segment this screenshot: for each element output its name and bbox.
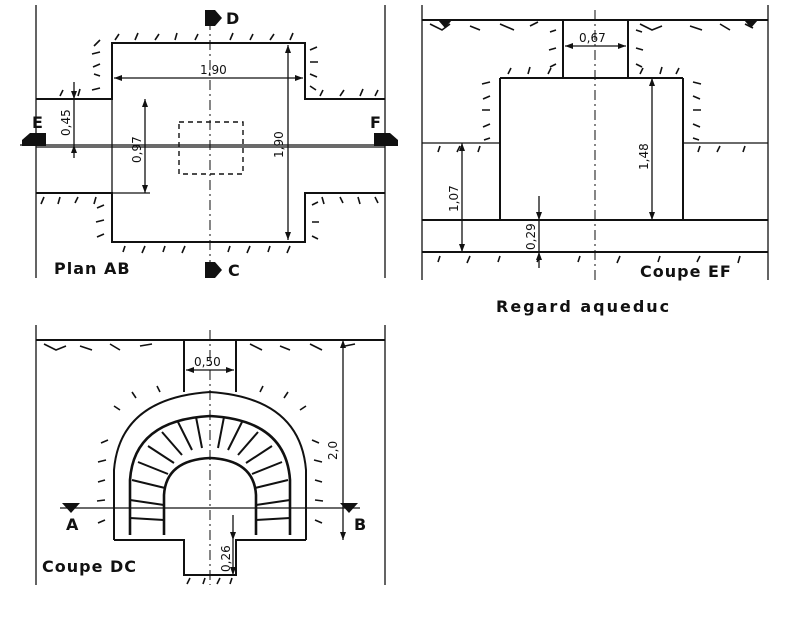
coupe-dc-dim-arrow [226, 367, 234, 373]
coupe-dc-dim-arrow [230, 567, 236, 575]
plan-lower-stone-texture [40, 196, 379, 254]
coupe-ef-chamber-walls [499, 77, 684, 220]
coupe-dc-marker-a: A [66, 515, 79, 534]
drawing-caption: Regard aqueduc [496, 297, 671, 316]
plan-dim-arrow [71, 145, 77, 153]
coupe-ef-dim-arrow [536, 212, 542, 220]
coupe-ef-dim-text-right: 1,48 [637, 143, 651, 170]
coupe-dc-voussoir-outer [128, 414, 292, 535]
plan-section-marker-f-arrow [374, 133, 398, 146]
coupe-ef-dim-arrow [649, 212, 655, 220]
plan-ab-title: Plan AB [54, 259, 131, 278]
plan-dim-text-small: 0,45 [59, 109, 73, 136]
coupe-dc-marker-b: B [354, 515, 367, 534]
plan-upper-wall-outline [36, 42, 385, 100]
plan-dim-arrow [142, 99, 148, 107]
coupe-dc-ground-texture [43, 343, 356, 351]
coupe-dc-dim-text-bottom: 0,26 [219, 545, 233, 572]
coupe-ef-stone-texture [437, 29, 746, 264]
plan-section-marker-d-arrow [205, 10, 222, 26]
coupe-dc-channel-texture [186, 577, 233, 585]
plan-marker-c: C [228, 261, 241, 280]
coupe-dc-marker-a-arrow [62, 503, 80, 513]
coupe-dc-dim-arrow [340, 532, 346, 540]
plan-dim-arrow [71, 91, 77, 99]
coupe-ef-title: Coupe EF [640, 262, 732, 281]
plan-ab-view: 1,90 1,90 0,45 0,97 D C E F Plan AB [20, 5, 398, 280]
plan-dim-arrow [114, 75, 122, 81]
coupe-dc-voussoir-inner [162, 456, 258, 535]
plan-marker-f: F [370, 113, 382, 132]
coupe-dc-title: Coupe DC [42, 557, 137, 576]
coupe-dc-dim-arrow [230, 532, 236, 540]
coupe-ef-dim-arrow [649, 78, 655, 86]
coupe-dc-stone-texture [96, 385, 324, 524]
plan-marker-d: D [226, 9, 240, 28]
plan-shaft-opening-dashed [178, 121, 244, 175]
coupe-ef-shaft-neck [562, 20, 629, 79]
plan-dim-arrow [142, 185, 148, 193]
coupe-dc-view: A B 0,50 2,0 0,26 Coupe DC [35, 325, 386, 585]
coupe-ef-ground-marker [744, 20, 758, 28]
coupe-dc-dim-arrow [186, 367, 194, 373]
coupe-dc-voussoir-joints [129, 416, 291, 521]
plan-dim-text-width: 1,90 [200, 63, 227, 77]
plan-marker-e: E [32, 113, 44, 132]
coupe-ef-ground-marker [438, 20, 452, 28]
coupe-dc-outer-arch [113, 390, 307, 540]
coupe-dc-channel-outline [114, 539, 306, 576]
plan-dim-text-large: 0,97 [130, 136, 144, 163]
coupe-ef-dim-text-bottom: 0,29 [524, 223, 538, 250]
coupe-ef-ground-texture [429, 21, 754, 31]
coupe-dc-marker-b-arrow [340, 503, 358, 513]
coupe-ef-dim-arrow [459, 143, 465, 151]
coupe-dc-shaft-neck [183, 340, 237, 392]
plan-section-marker-e-arrow [22, 133, 46, 146]
plan-upper-stone-texture [59, 32, 379, 97]
plan-section-marker-c-arrow [205, 262, 222, 278]
coupe-dc-dim-arrow [340, 340, 346, 348]
coupe-ef-dim-text-top: 0,67 [579, 31, 606, 45]
coupe-ef-dim-arrow [536, 252, 542, 260]
coupe-ef-dim-text-left: 1,07 [447, 185, 461, 212]
coupe-dc-dim-text-right: 2,0 [326, 441, 340, 460]
coupe-ef-view: 0,67 1,48 1,07 0,29 Coupe EF [421, 5, 769, 282]
plan-dim-text-height: 1,90 [272, 131, 286, 158]
coupe-ef-dim-arrow [565, 43, 573, 49]
coupe-ef-dim-arrow [618, 43, 626, 49]
plan-dim-arrow [285, 45, 291, 53]
plan-dim-arrow [295, 75, 303, 81]
coupe-ef-dim-arrow [459, 244, 465, 252]
coupe-dc-dim-text-top: 0,50 [194, 355, 221, 369]
plan-dim-arrow [285, 232, 291, 240]
